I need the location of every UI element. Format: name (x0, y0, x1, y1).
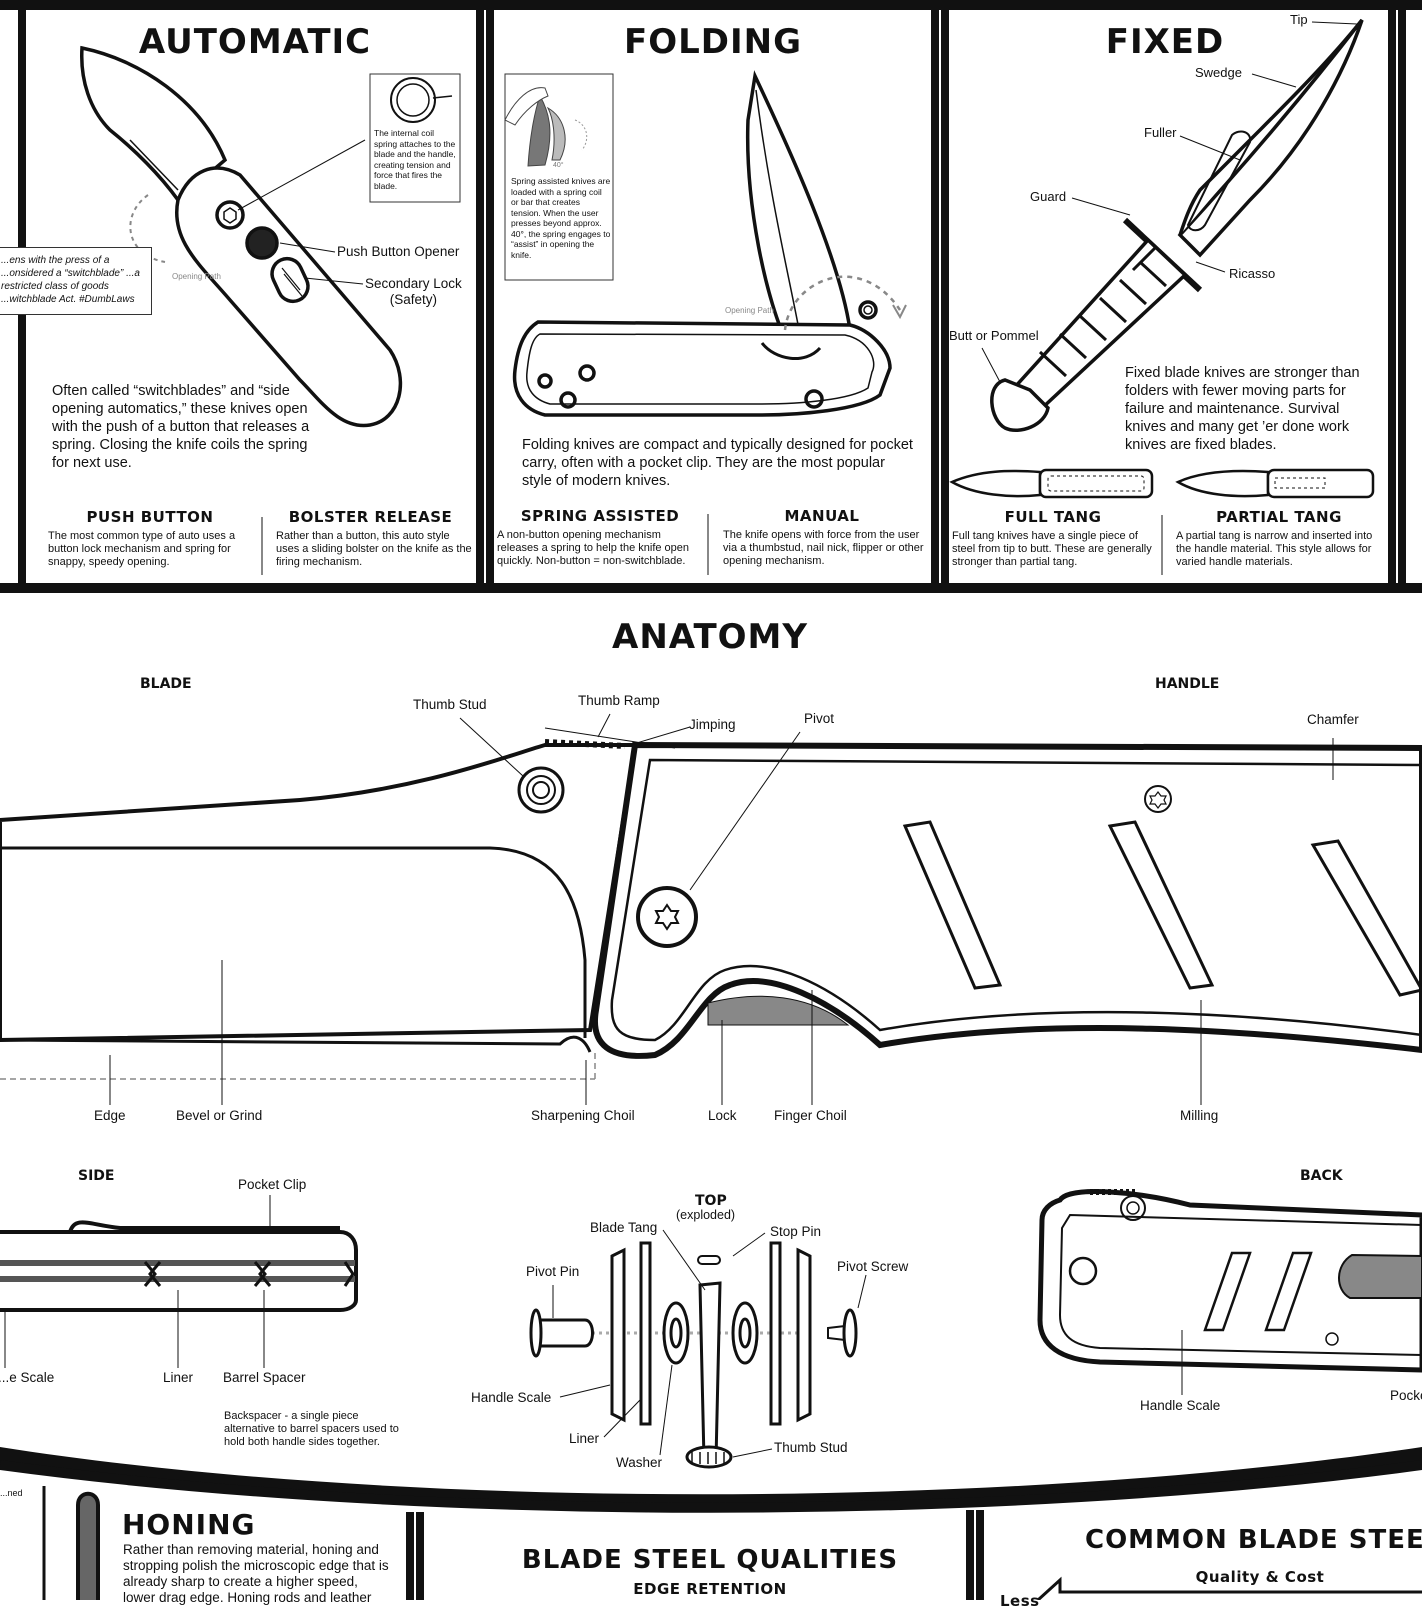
barrel-spacer-label: Barrel Spacer (223, 1370, 306, 1385)
pocket-clip-label: Pocket Clip (238, 1177, 307, 1192)
spring-assisted-title: SPRING ASSISTED (520, 507, 680, 525)
backspacer-note: Backspacer - a single piece alternative … (224, 1410, 399, 1448)
fixed-description: Fixed blade knives are stronger than fol… (1125, 365, 1360, 453)
honing-text: Rather than removing material, honing an… (123, 1542, 389, 1605)
assist-angle: 40° (553, 162, 564, 169)
fixed-title: FIXED (1105, 22, 1225, 62)
blade-heading: BLADE (140, 676, 192, 692)
chamfer-label: Chamfer (1307, 712, 1359, 727)
top-subheading: (exploded) (676, 1208, 736, 1222)
anatomy-title: ANATOMY (612, 617, 808, 657)
automatic-knife-drawing (80, 45, 403, 428)
partial-tang-title: PARTIAL TANG (1216, 508, 1342, 526)
automatic-spring-note: The internal coil spring attaches to the… (374, 128, 456, 191)
folding-opening-path: Opening Path (725, 306, 774, 315)
thumb-stud-label: Thumb Stud (413, 697, 487, 712)
switchblade-note-box: ...ens with the press of a ...onsidered … (0, 247, 152, 315)
pivot-screw-label: Pivot Screw (837, 1259, 909, 1274)
jimping-label: Jimping (689, 717, 736, 732)
common-steels-title: COMMON BLADE STEELS (1085, 1525, 1422, 1555)
back-view-drawing (1037, 1189, 1422, 1373)
swedge-label: Swedge (1195, 65, 1242, 80)
automatic-description: Often called “switchblades” and “side op… (52, 383, 310, 471)
manual-text: The knife opens with force from the user… (723, 529, 924, 567)
top-thumb-stud-label: Thumb Stud (774, 1440, 848, 1455)
automatic-title: AUTOMATIC (138, 22, 372, 62)
ricasso-label: Ricasso (1229, 266, 1276, 281)
thumb-ramp-label: Thumb Ramp (578, 693, 660, 708)
finger-choil-label: Finger Choil (774, 1108, 847, 1123)
side-liner-label: Liner (163, 1370, 194, 1385)
switchblade-note: ...ens with the press of a ...onsidered … (1, 255, 140, 305)
edge-retention-heading: EDGE RETENTION (633, 1580, 787, 1598)
milling-label: Milling (1180, 1108, 1219, 1123)
partial-tang-text: A partial tang is narrow and inserted in… (1176, 530, 1373, 568)
push-button-title: PUSH BUTTON (86, 508, 214, 526)
top-liner-label: Liner (569, 1431, 600, 1446)
top-view-drawing (529, 1241, 858, 1469)
bolster-release-text: Rather than a button, this auto style us… (276, 530, 472, 568)
quality-cost-heading: Quality & Cost (1195, 1568, 1325, 1586)
butt-label: Butt or Pommel (949, 328, 1039, 343)
sharpening-choil-label: Sharpening Choil (531, 1108, 635, 1123)
folding-title: FOLDING (623, 22, 803, 62)
fuller-label: Fuller (1144, 125, 1177, 140)
fixed-knife-drawing (990, 18, 1364, 432)
washer-label: Washer (616, 1455, 663, 1470)
pivot-label: Pivot (804, 711, 835, 726)
top-handle-scale-label: Handle Scale (471, 1390, 552, 1405)
steel-qualities-title: BLADE STEEL QUALITIES (521, 1545, 899, 1575)
side-heading: SIDE (78, 1168, 115, 1184)
push-button-text: The most common type of auto uses a butt… (48, 530, 236, 568)
bottom-fragment: ...ned (0, 1488, 23, 1498)
back-heading: BACK (1300, 1168, 1343, 1184)
side-view-drawing (0, 1220, 358, 1312)
manual-title: MANUAL (784, 507, 860, 525)
side-handle-scale-label: ...e Scale (0, 1370, 55, 1385)
less-label: Less (1000, 1592, 1040, 1610)
top-border (0, 0, 1422, 10)
folding-knife-drawing (512, 70, 892, 417)
bolster-release-title: BOLSTER RELEASE (288, 508, 453, 526)
edge-label: Edge (94, 1108, 126, 1123)
full-tang-title: FULL TANG (1004, 508, 1102, 526)
back-pocket-label: Pocke... (1390, 1388, 1422, 1403)
full-tang-text: Full tang knives have a single piece of … (952, 530, 1152, 568)
guard-label: Guard (1030, 189, 1067, 204)
spring-assisted-text: A non-button opening mechanism releases … (497, 529, 690, 567)
automatic-opening-path: Opening Path (172, 272, 221, 281)
blade-tang-label: Blade Tang (590, 1220, 658, 1235)
pivot-pin-label: Pivot Pin (526, 1264, 580, 1279)
anatomy-knife-drawing (0, 739, 1422, 1059)
spring-assist-note: Spring assisted knives are loaded with a… (511, 176, 611, 260)
top-heading: TOP (695, 1193, 727, 1209)
push-button-opener-label: Push Button Opener (337, 244, 460, 259)
handle-heading: HANDLE (1155, 676, 1220, 692)
stop-pin-label: Stop Pin (770, 1224, 822, 1239)
lock-label: Lock (708, 1108, 737, 1123)
tip-label: Tip (1290, 12, 1308, 27)
secondary-lock-label: Secondary Lock (Safety) (365, 276, 462, 307)
honing-title: HONING (122, 1508, 256, 1541)
back-handle-scale-label: Handle Scale (1140, 1398, 1221, 1413)
top-section-bottom-border (0, 583, 1422, 593)
bevel-label: Bevel or Grind (176, 1108, 263, 1123)
folding-description: Folding knives are compact and typically… (522, 437, 913, 489)
